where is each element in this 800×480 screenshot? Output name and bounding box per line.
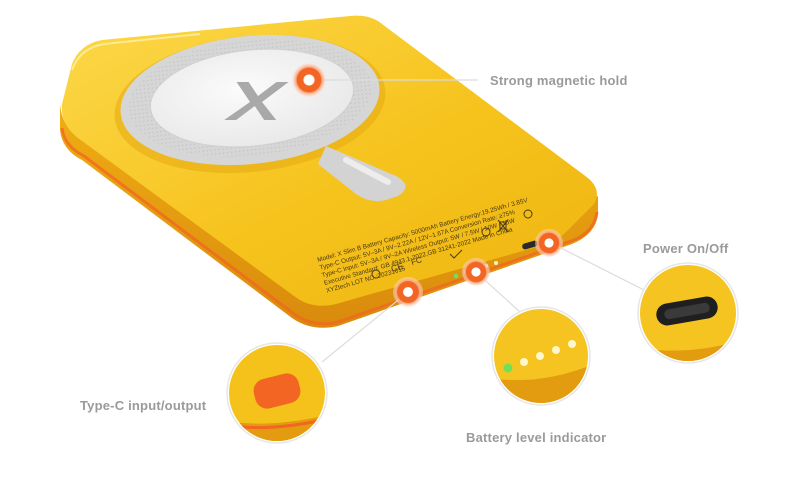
power-bank: Model: X Slim B Battery Capacity: 5000mA… xyxy=(60,15,599,328)
callout-typec-port: Type-C input/output xyxy=(80,398,207,413)
battery-led-green xyxy=(503,363,513,373)
hotspot-battery[interactable] xyxy=(462,258,490,286)
power-button-slot xyxy=(522,240,538,250)
weee-icon xyxy=(497,219,509,233)
callout-magnetic-hold: Strong magnetic hold xyxy=(490,73,628,88)
zoom-battery xyxy=(491,306,591,406)
typec-port-closeup xyxy=(253,373,301,409)
magsafe-alignment-tab xyxy=(318,146,406,202)
callout-power-on-off: Power On/Off xyxy=(643,241,729,256)
recycle-icon xyxy=(481,227,491,237)
cert-marks: CE FC xyxy=(371,209,533,279)
zoom-power xyxy=(637,262,739,364)
zoom-typec xyxy=(226,342,328,444)
hotspot-typec[interactable] xyxy=(393,277,423,307)
fcc-icon: FC xyxy=(410,255,423,267)
callout-battery-indicator: Battery level indicator xyxy=(466,430,607,445)
svg-text:FC: FC xyxy=(410,255,423,267)
ccc-icon xyxy=(523,209,533,219)
ul-icon xyxy=(371,269,381,279)
ce-icon: CE xyxy=(390,261,405,274)
hotspot-magnetic[interactable] xyxy=(292,63,326,97)
svg-text:CE: CE xyxy=(390,261,405,274)
hotspot-power[interactable] xyxy=(535,229,563,257)
rohs-icon xyxy=(449,249,463,259)
logo-x-icon xyxy=(224,82,289,120)
